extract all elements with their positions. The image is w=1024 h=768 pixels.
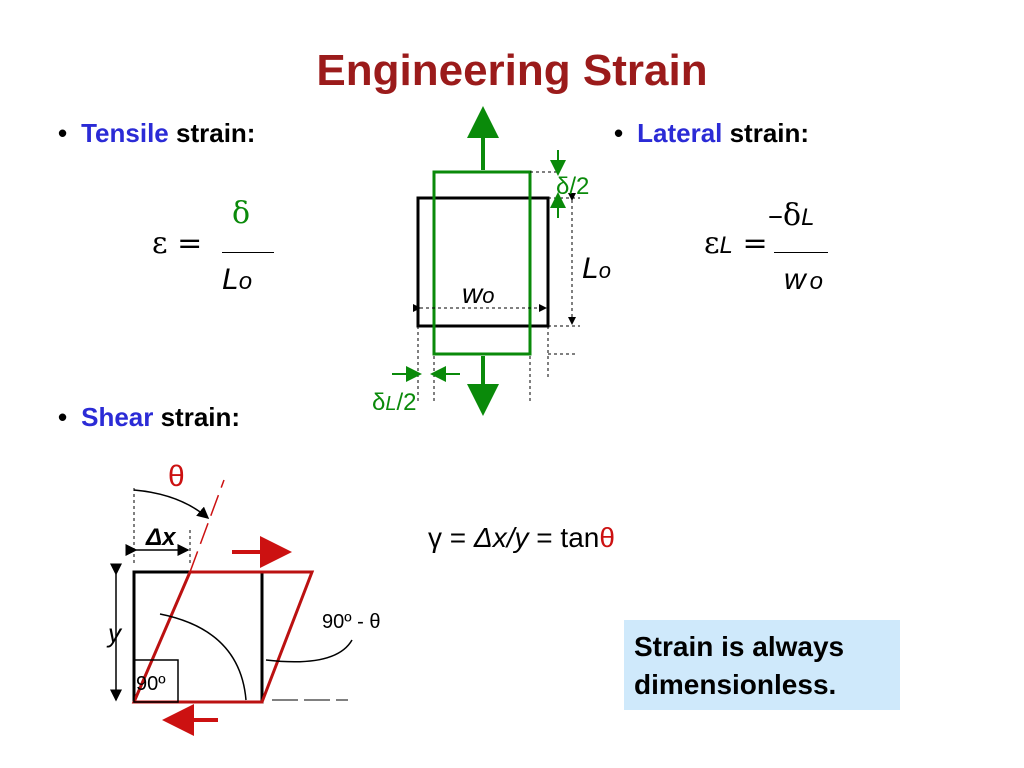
tensile-diagram: δ/2 Lo wo δL/2 <box>372 106 611 416</box>
bullet-keyword-shear: Shear <box>81 402 154 432</box>
complement-label: 90º - θ <box>322 611 380 633</box>
complement-leader <box>265 639 353 663</box>
original-specimen <box>416 196 550 328</box>
bullet-dot: • <box>58 118 68 148</box>
note-box: Strain is always dimensionless. <box>624 620 900 710</box>
right-angle-box <box>133 659 179 703</box>
complement-arc <box>159 613 247 701</box>
width-label: wo <box>462 278 494 309</box>
bullet-text-shear: strain: <box>153 402 241 432</box>
bullet-tensile: • Tensile strain: <box>58 118 255 149</box>
delta-x-label: Δx <box>145 524 177 551</box>
slide-title: Engineering Strain <box>316 46 708 95</box>
lateral-equation-numerator: –δL <box>768 198 815 233</box>
bullet-keyword-lateral: Lateral <box>637 118 723 148</box>
bullet-text-tensile: strain: <box>168 118 256 148</box>
tensile-equation-numerator: δ <box>232 196 251 231</box>
tensile-equation-denominator: Lo <box>222 263 253 296</box>
bullet-text-lateral: strain: <box>722 118 810 148</box>
lateral-fraction-bar <box>774 252 828 253</box>
sheared-parallelogram <box>131 570 315 704</box>
bullet-lateral: • Lateral strain: <box>614 118 809 149</box>
delta-half-label: δ/2 <box>556 173 589 200</box>
tensile-fraction-bar <box>222 252 274 253</box>
lateral-half-label: δL/2 <box>372 389 417 416</box>
bullet-dot: • <box>614 118 624 148</box>
theta-label: θ <box>168 460 185 493</box>
shear-equation: γ = Δx/y = tanθ <box>428 522 615 553</box>
bullet-dot: • <box>58 402 68 432</box>
shear-diagram: θ Δx y 90º 90º - θ <box>106 460 380 736</box>
shear-extension-line <box>189 479 225 573</box>
lateral-equation-lhs: εL = <box>704 226 768 261</box>
y-label: y <box>106 618 123 648</box>
deformed-specimen <box>432 170 532 356</box>
theta-arc <box>133 489 210 519</box>
bullet-shear: • Shear strain: <box>58 402 240 433</box>
bullet-keyword-tensile: Tensile <box>81 118 169 148</box>
note-line-1: Strain is always <box>634 631 845 662</box>
note-line-2: dimensionless. <box>634 669 837 700</box>
right-angle-label: 90º <box>136 673 166 695</box>
tensile-equation-lhs: ε = <box>152 226 203 261</box>
length-label: Lo <box>582 252 611 285</box>
